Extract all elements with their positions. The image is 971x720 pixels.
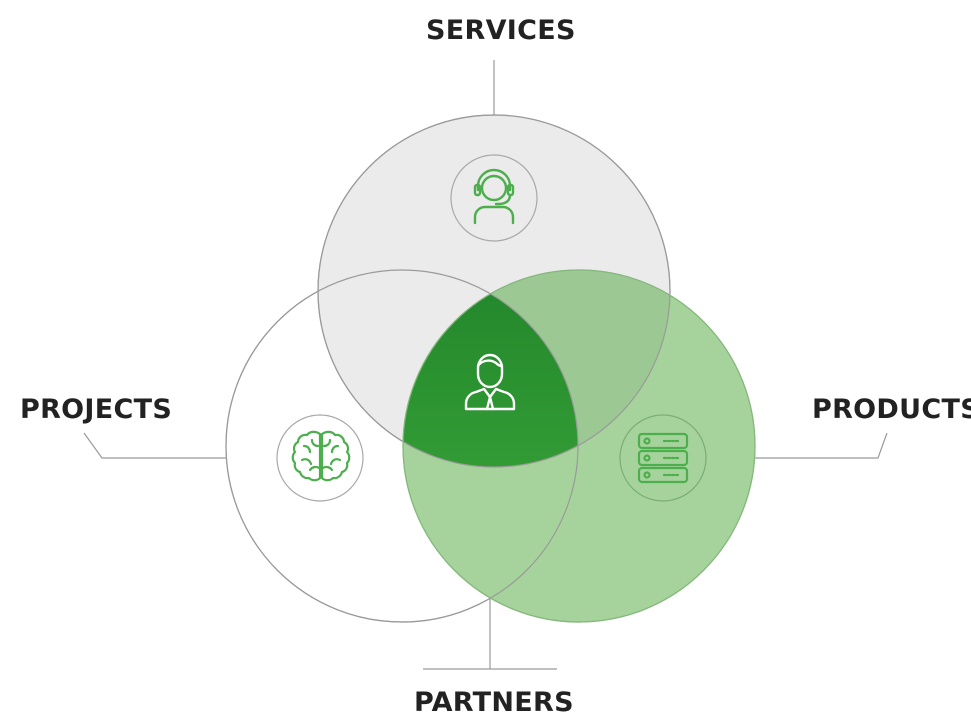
server-rack-icon: [637, 432, 689, 484]
projects-label: PROJECTS: [20, 394, 173, 425]
headset-agent-icon: [473, 168, 515, 225]
products-leader-line: [706, 432, 888, 459]
partners-label: PARTNERS: [414, 687, 574, 718]
projects-leader-line: [83, 432, 278, 459]
services-icon-circle: [450, 154, 538, 242]
center-overlap: [403, 270, 578, 467]
businessman-icon: [464, 353, 516, 411]
brain-icon: [291, 430, 351, 482]
services-label: SERVICES: [426, 15, 576, 46]
products-label: PRODUCTS: [812, 394, 971, 425]
